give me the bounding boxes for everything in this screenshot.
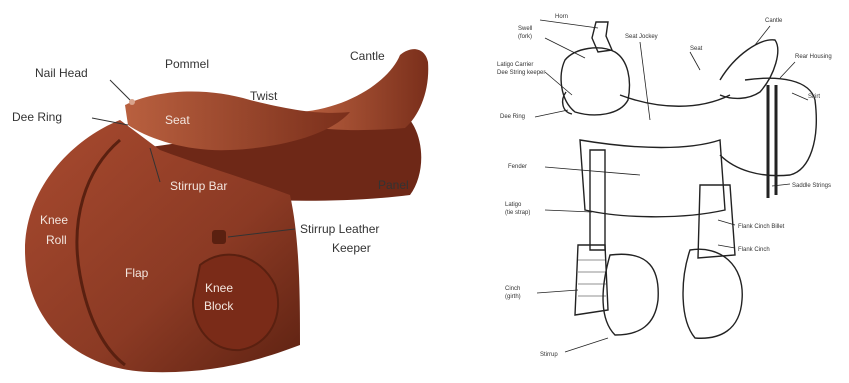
label-western-swell-2: (fork): [518, 34, 532, 40]
english-keeper-shape: [212, 230, 226, 244]
label-western-latigo-keeper-2: Dee String keeper: [497, 70, 545, 76]
label-english-dee-ring: Dee Ring: [12, 110, 62, 124]
label-western-flank-cinch: Flank Cinch: [738, 247, 770, 253]
label-western-flank-cinch-billet: Flank Cinch Billet: [738, 224, 785, 230]
label-western-swell-1: Swell: [518, 26, 532, 32]
label-western-latigo-keeper-1: Latigo Carrier: [497, 62, 533, 68]
label-english-keeper-1: Stirrup Leather: [300, 222, 379, 236]
western-labels: Horn Cantle Swell (fork) Seat Jockey Sea…: [497, 14, 832, 358]
label-western-fender: Fender: [508, 164, 527, 170]
label-english-knee-roll-1: Knee: [40, 213, 68, 227]
label-western-seat: Seat: [690, 46, 703, 52]
label-english-panel: Panel: [378, 178, 409, 192]
label-western-saddle-strings: Saddle Strings: [792, 183, 831, 189]
label-english-knee-block-2: Block: [204, 299, 234, 313]
label-western-stirrup: Stirrup: [540, 352, 558, 358]
western-stirrup-shape: [603, 254, 658, 335]
label-western-cinch-2: (girth): [505, 294, 521, 300]
label-western-latigo-1: Latigo: [505, 202, 522, 208]
label-western-skirt: Skirt: [808, 94, 820, 100]
label-english-seat: Seat: [165, 113, 190, 127]
label-western-cinch-1: Cinch: [505, 286, 520, 292]
label-english-knee-block-1: Knee: [205, 281, 233, 295]
label-english-stirrup-bar: Stirrup Bar: [170, 179, 227, 193]
label-english-knee-roll-2: Roll: [46, 233, 67, 247]
western-latigo-shape: [590, 150, 605, 250]
label-western-dee-ring: Dee Ring: [500, 114, 525, 120]
western-fender-shape: [580, 140, 725, 217]
label-english-nail-head: Nail Head: [35, 66, 88, 80]
label-western-cantle: Cantle: [765, 18, 783, 24]
western-saddle-diagram: [535, 20, 816, 352]
label-english-cantle: Cantle: [350, 49, 385, 63]
label-english-keeper-2: Keeper: [332, 241, 371, 255]
label-western-rear-housing: Rear Housing: [795, 54, 832, 60]
english-saddle-diagram: Cantle Pommel Nail Head Dee Ring Twist S…: [12, 49, 428, 372]
western-seat-shape: [620, 95, 730, 106]
label-western-horn: Horn: [555, 14, 568, 20]
label-western-seat-jockey: Seat Jockey: [625, 34, 658, 40]
western-swell-shape: [561, 48, 629, 115]
label-english-twist: Twist: [250, 89, 278, 103]
label-western-latigo-2: (tie strap): [505, 210, 530, 216]
label-english-flap: Flap: [125, 266, 149, 280]
label-english-pommel: Pommel: [165, 57, 209, 71]
